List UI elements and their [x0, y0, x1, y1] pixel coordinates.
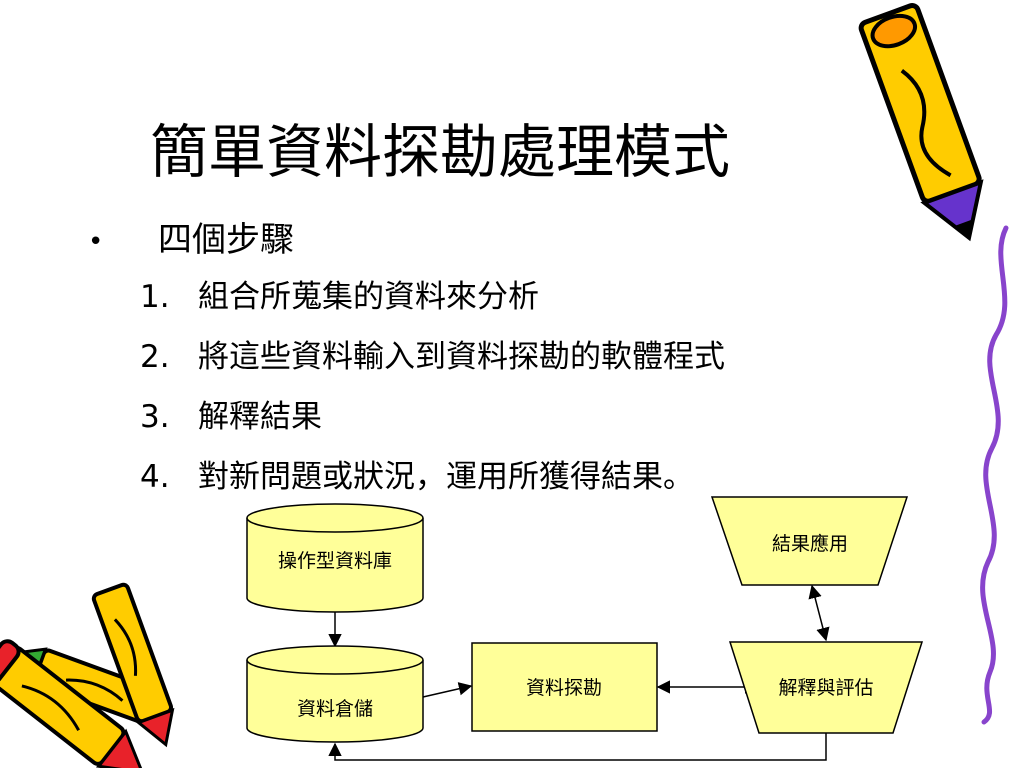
step-item-4: 4. 對新問題或狀況，運用所獲得結果。	[140, 452, 694, 502]
node-label: 解釋與評估	[778, 677, 873, 699]
squiggle-decoration	[980, 225, 1009, 725]
step-text: 將這些資料輸入到資料探勘的軟體程式	[198, 339, 725, 375]
node-label: 資料探勘	[526, 677, 602, 699]
node-interpret-evaluate: 解釋與評估	[728, 641, 924, 734]
node-result-application: 結果應用	[710, 496, 909, 586]
arrow-warehouse-to-mining	[422, 682, 473, 698]
slide-title: 簡單資料探勘處理模式	[150, 118, 731, 186]
step-number: 4.	[140, 459, 170, 495]
node-label: 操作型資料庫	[278, 550, 392, 572]
node-label: 結果應用	[772, 532, 848, 555]
pencils-bottom-left-icon	[0, 582, 175, 768]
step-number: 1.	[140, 279, 170, 315]
bullet-four-steps: 四個步驟	[158, 220, 294, 260]
step-item-2: 2. 將這些資料輸入到資料探勘的軟體程式	[140, 332, 725, 382]
pencil-top-right-icon	[858, 3, 984, 242]
step-item-1: 1. 組合所蒐集的資料來分析	[140, 272, 539, 322]
node-data-mining: 資料探勘	[471, 642, 658, 732]
node-operational-db: 操作型資料庫	[246, 503, 424, 613]
step-number: 3.	[140, 399, 170, 435]
bullet-dot: •	[88, 227, 104, 257]
step-text: 解釋結果	[198, 399, 322, 435]
step-text: 組合所蒐集的資料來分析	[198, 279, 539, 315]
step-number: 2.	[140, 339, 170, 375]
step-item-3: 3. 解釋結果	[140, 392, 322, 442]
node-label: 資料倉儲	[297, 698, 373, 720]
step-text: 對新問題或狀況，運用所獲得結果。	[198, 459, 694, 495]
feedback-loop-arrow	[328, 733, 827, 761]
arrow-interpret-result	[808, 584, 830, 642]
node-data-warehouse: 資料倉儲	[246, 645, 424, 743]
